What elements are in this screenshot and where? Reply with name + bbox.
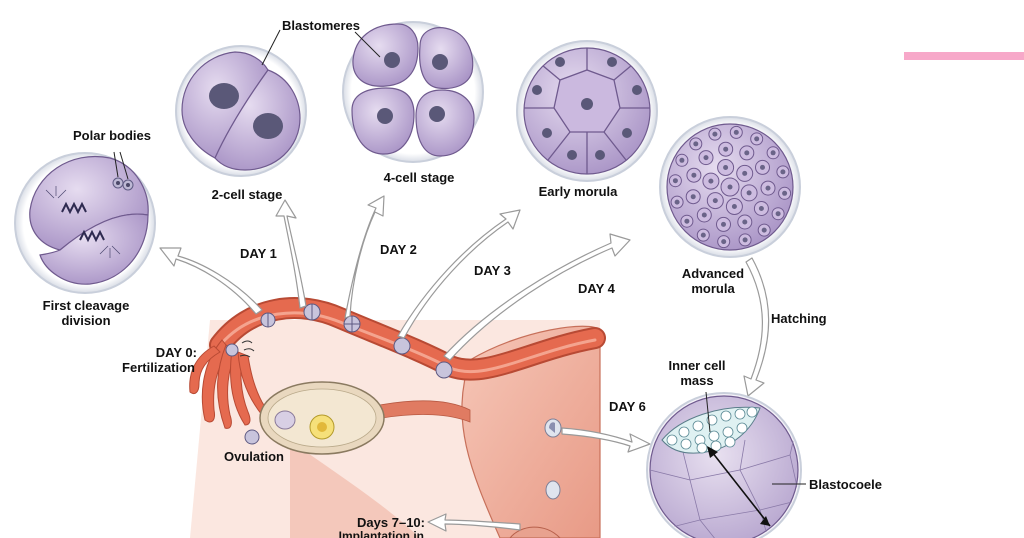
uterus-illustration	[189, 297, 606, 538]
inner-cell	[708, 430, 720, 442]
morula-nucleus	[708, 178, 714, 184]
morula-nucleus	[684, 218, 690, 224]
inner-cell	[724, 436, 736, 448]
label-hatching: Hatching	[771, 311, 827, 326]
two-cell-stage	[175, 29, 307, 177]
label-day-4: DAY 4	[578, 281, 615, 296]
label-inner-cell-mass: Inner cell mass	[668, 358, 726, 388]
label-day-0: DAY 0:	[155, 345, 197, 360]
inner-cell	[734, 408, 746, 420]
inner-cell	[736, 422, 748, 434]
label-fertilization: Fertilization	[122, 360, 195, 375]
morula-nucleus	[700, 232, 706, 238]
label-polar-bodies: Polar bodies	[72, 128, 152, 143]
morula-nucleus	[727, 184, 733, 190]
inner-cell	[692, 420, 704, 432]
morula-nucleus	[760, 164, 765, 170]
inner-cell	[680, 438, 692, 450]
morula-nucleus	[703, 155, 709, 161]
morula-nucleus	[712, 198, 718, 204]
morula-nucleus	[780, 169, 786, 175]
morula-nucleus	[693, 141, 699, 147]
morula-nucleus	[690, 194, 696, 200]
label-implantation: Implantation in	[338, 529, 424, 538]
morula-nucleus	[782, 190, 788, 196]
label-blastomeres: Blastomeres	[281, 18, 361, 33]
morula-nucleus	[701, 212, 707, 218]
inner-cell	[722, 426, 734, 438]
morula-nucleus	[761, 227, 767, 233]
early-morula	[516, 40, 658, 182]
morula-nucleus	[721, 239, 727, 245]
morula-nucleus	[742, 219, 748, 225]
blastocyst	[646, 391, 806, 538]
inner-cell	[666, 434, 678, 446]
morula-nucleus	[744, 150, 750, 156]
morula-nucleus	[674, 199, 680, 205]
morula-nucleus	[723, 146, 729, 152]
morula-nucleus	[723, 165, 729, 170]
label-first-cleavage: First cleavage division	[42, 298, 130, 328]
morula-nucleus	[731, 204, 737, 209]
morula-nucleus	[672, 178, 678, 184]
label-day-3: DAY 3	[474, 263, 511, 278]
tube-embryos	[225, 303, 453, 445]
morula-nucleus	[754, 136, 760, 142]
morula-nucleus	[758, 206, 764, 211]
first-cleavage-cell	[14, 151, 156, 294]
morula-nucleus	[765, 185, 771, 191]
four-cell-stage	[342, 21, 484, 163]
label-ovulation: Ovulation	[224, 449, 284, 464]
morula-nucleus	[770, 150, 776, 156]
morula-nucleus	[679, 157, 685, 163]
inner-cell	[696, 442, 708, 454]
advanced-morula	[659, 116, 801, 258]
morula-nucleus	[721, 221, 726, 227]
sperm	[239, 340, 255, 358]
morula-nucleus	[733, 129, 739, 135]
inner-cell	[746, 406, 758, 418]
label-early-morula: Early morula	[538, 184, 618, 199]
label-day-1: DAY 1	[240, 246, 277, 261]
label-day-6: DAY 6	[609, 399, 646, 414]
inner-cell	[678, 426, 690, 438]
morula-nucleus	[712, 131, 718, 137]
inner-cell	[720, 410, 732, 422]
label-day-2: DAY 2	[380, 242, 417, 257]
morula-nucleus	[742, 170, 748, 176]
label-advanced-morula: Advanced morula	[681, 266, 745, 296]
label-blastocoele: Blastocoele	[809, 477, 882, 492]
morula-nucleus	[746, 190, 752, 196]
label-days-7-10: Days 7–10:	[357, 515, 425, 530]
morula-nucleus	[742, 237, 748, 243]
morula-nucleus	[691, 172, 697, 178]
label-two-cell-stage: 2-cell stage	[211, 187, 283, 202]
accent-bar	[904, 52, 1024, 60]
morula-nucleus	[775, 211, 781, 217]
label-four-cell-stage: 4-cell stage	[383, 170, 455, 185]
stage-arrows	[159, 195, 770, 532]
